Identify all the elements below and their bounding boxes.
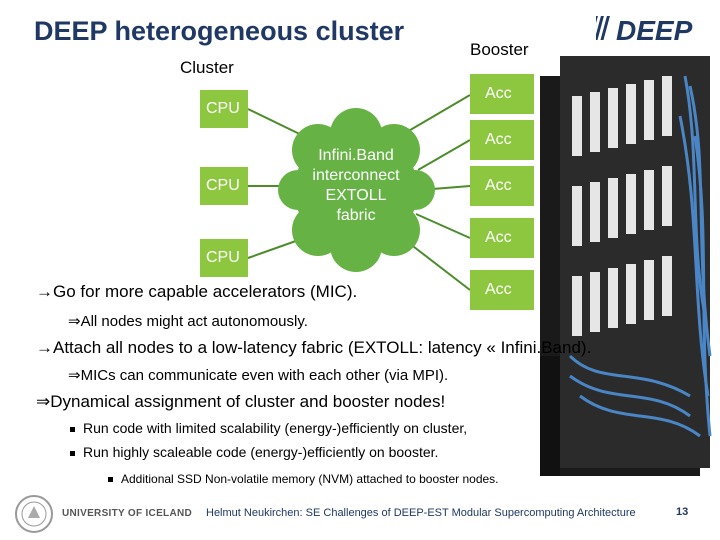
bullet-dynamical-assignment: ⇒Dynamical assignment of cluster and boo… [36, 392, 446, 411]
booster-rack-image [540, 56, 712, 476]
sub-sub-bullet-ssd-text: Additional SSD Non-volatile memory (NVM)… [121, 472, 499, 486]
booster-label: Booster [470, 40, 529, 59]
square-bullet-icon [108, 477, 113, 483]
interconnect-label: Infini.Band interconnect EXTOLL fabric [295, 146, 417, 226]
svg-text:DEEP: DEEP [616, 15, 693, 46]
bullet-attach-nodes: →Attach all nodes to a low-latency fabri… [36, 338, 592, 357]
interconnect-line-3: EXTOLL [325, 187, 387, 204]
interconnect-cloud [278, 108, 435, 272]
page-number: 13 [676, 506, 689, 518]
sub-bullet-limited: Run code with limited scalability (energ… [70, 420, 467, 436]
bullet-autonomous: ⇒All nodes might act autonomously. [68, 313, 308, 330]
page-title: DEEP heterogeneous cluster [34, 16, 405, 46]
sub-bullet-highly: Run highly scaleable code (energy-)effic… [70, 444, 438, 460]
cpu-node: CPU [200, 167, 248, 205]
acc-node: Acc [470, 74, 534, 114]
sub-sub-bullet-ssd: Additional SSD Non-volatile memory (NVM)… [108, 472, 499, 486]
interconnect-line-4: fabric [336, 207, 376, 224]
footer-text: Helmut Neukirchen: SE Challenges of DEEP… [206, 507, 636, 519]
interconnect-line-1: Infini.Band [318, 147, 394, 164]
bullet-mics-communicate: ⇒MICs can communicate even with each oth… [68, 367, 449, 384]
sub-bullet-highly-text: Run highly scaleable code (energy-)effic… [83, 444, 439, 460]
footer-university: UNIVERSITY OF ICELAND [62, 508, 193, 519]
cpu-node: CPU [200, 90, 248, 128]
acc-node: Acc [470, 120, 534, 160]
square-bullet-icon [70, 450, 75, 456]
bullet-go-capable: →Go for more capable accelerators (MIC). [36, 282, 358, 301]
acc-node: Acc [470, 270, 534, 310]
cpu-node: CPU [200, 239, 248, 277]
university-seal-icon [15, 495, 53, 533]
square-bullet-icon [70, 426, 75, 432]
cluster-label: Cluster [180, 58, 234, 77]
acc-node: Acc [470, 218, 534, 258]
deep-logo-icon: DEEP [596, 15, 693, 46]
interconnect-line-2: interconnect [312, 167, 400, 184]
acc-node: Acc [470, 166, 534, 206]
sub-bullet-limited-text: Run code with limited scalability (energ… [83, 420, 468, 436]
